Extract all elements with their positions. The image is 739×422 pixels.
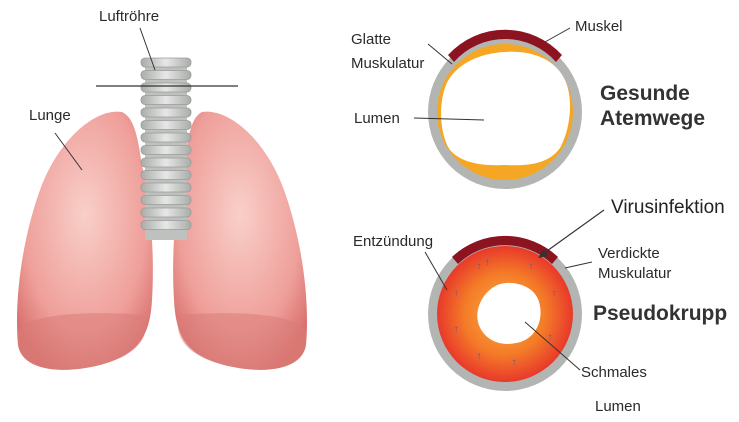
smooth-muscle-leader (428, 44, 452, 64)
trachea-ring (141, 221, 191, 230)
inflammation-arrow-icon: ↑ (454, 324, 459, 335)
croup-airway: ↑↑↑↑↑↑↑↑↑ (428, 236, 582, 391)
trachea-ring (141, 121, 191, 130)
healthy-lumen (441, 52, 570, 166)
lumen-healthy-label: Lumen (354, 110, 400, 128)
thick-muscle-label-2: Muskulatur (598, 265, 671, 283)
trachea-ring (141, 196, 191, 205)
muscle-label: Muskel (575, 18, 623, 36)
inflammation-arrow-icon: ↑ (477, 261, 482, 272)
left-lung-base-shade (18, 313, 146, 370)
lung-label: Lunge (29, 107, 71, 125)
muscle-leader (545, 28, 570, 42)
trachea-ring (141, 133, 191, 142)
trachea-label: Luftröhre (99, 8, 159, 26)
smooth-muscle-label-2: Muskulatur (351, 55, 424, 73)
trachea-ring (141, 146, 191, 155)
trachea-ring (141, 96, 191, 105)
inflammation-arrow-icon: ↑ (551, 288, 556, 299)
narrow-lumen-label-2: Lumen (595, 398, 641, 416)
healthy-airway (428, 30, 582, 189)
inflammation-arrow-icon: ↑ (477, 351, 482, 362)
trachea-ring (141, 108, 191, 117)
inflammation-arrow-icon: ↑ (485, 257, 490, 268)
trachea-ring (141, 208, 191, 217)
right-lung-base-shade (178, 313, 306, 370)
trachea-ring (141, 71, 191, 80)
healthy-title-2: Atemwege (600, 107, 705, 131)
inflammation-label: Entzündung (353, 233, 433, 251)
smooth-muscle-label-1: Glatte (351, 31, 391, 49)
virus-leader (540, 210, 604, 256)
trachea (141, 58, 191, 240)
trachea-ring (141, 58, 191, 67)
inflammation-arrow-icon: ↑ (548, 332, 553, 343)
thick-muscle-label-1: Verdickte (598, 245, 660, 263)
trachea-ring (141, 158, 191, 167)
trachea-ring (141, 183, 191, 192)
inflammation-arrow-icon: ↑ (512, 357, 517, 368)
narrow-lumen-label-1: Schmales (581, 364, 647, 382)
croup-title: Pseudokrupp (593, 302, 727, 326)
trachea-ring (141, 171, 191, 180)
virus-label: Virusinfektion (611, 197, 725, 219)
healthy-title-1: Gesunde (600, 82, 690, 106)
inflammation-arrow-icon: ↑ (529, 261, 534, 272)
thick-muscle-leader (565, 262, 592, 268)
trachea-ring (141, 83, 191, 92)
inflammation-arrow-icon: ↑ (454, 288, 459, 299)
